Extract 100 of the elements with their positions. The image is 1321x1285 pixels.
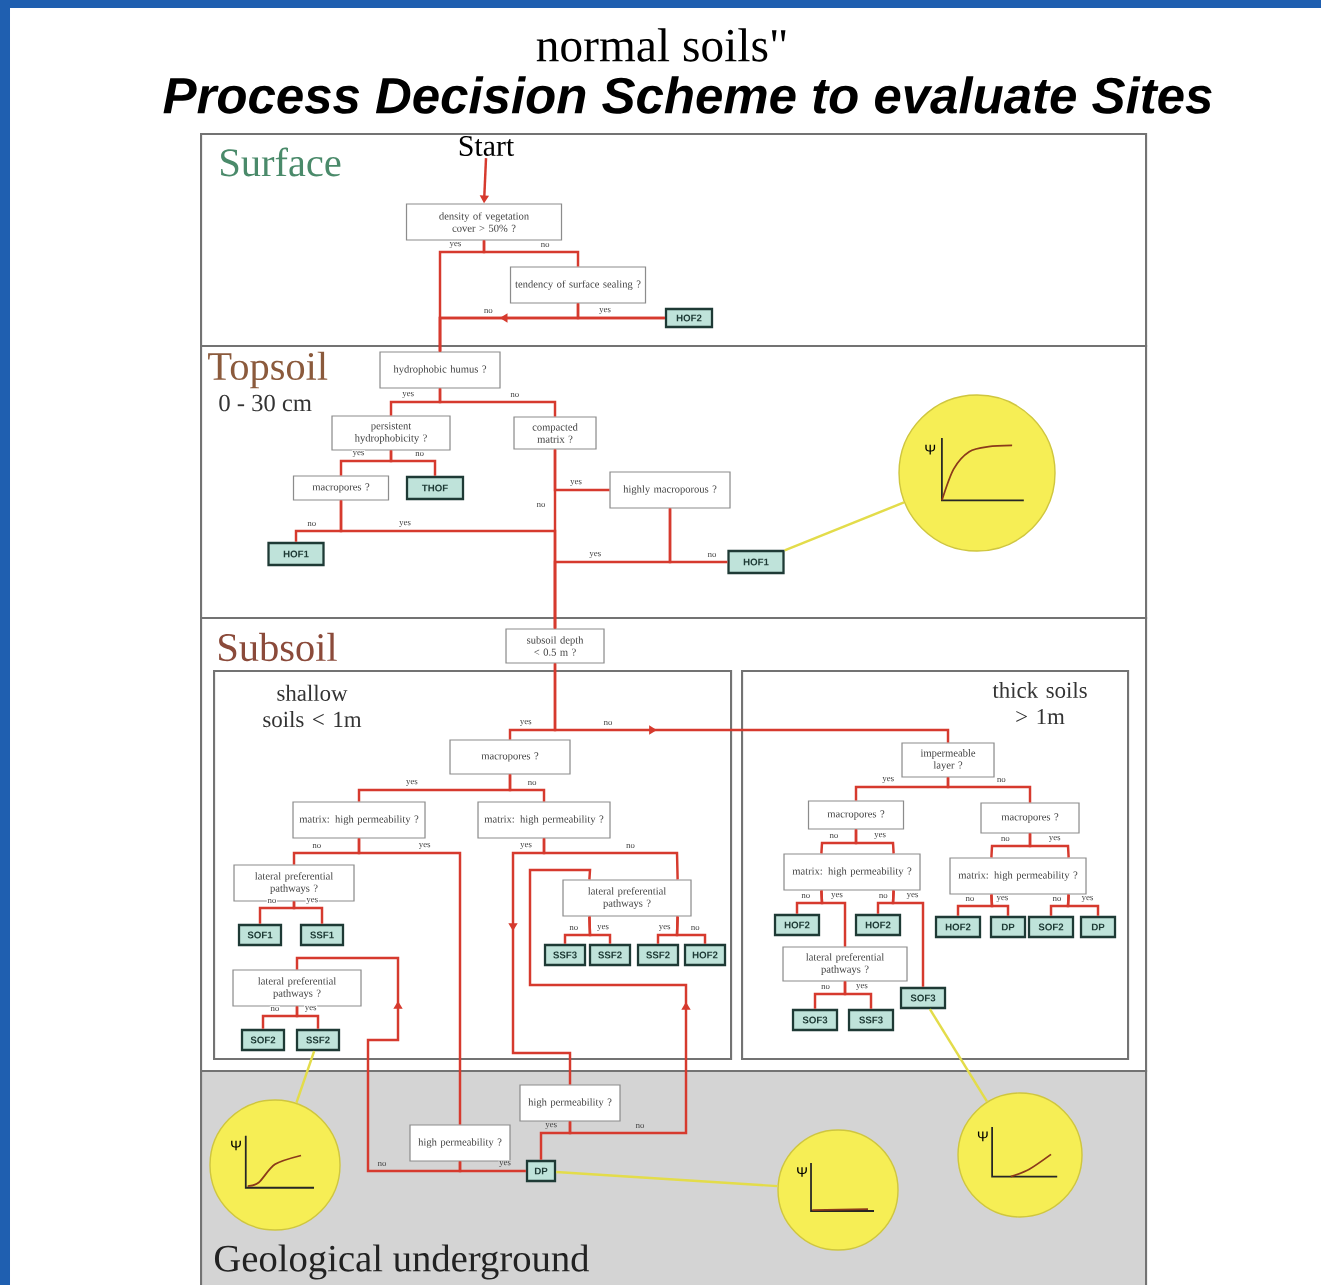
question-box: highly macroporous ? [609,471,731,509]
connector-line [542,838,679,880]
band-heading: 0 - 30 cm [219,394,312,412]
edge-label: no [1000,836,1011,842]
band-heading: Subsoil [219,632,337,662]
question-box: macropores ? [807,800,905,830]
edge-label: no [540,242,551,248]
result-box: THOF [405,475,465,501]
connector-line [843,981,873,1009]
question-box: macropores ? [980,802,1080,834]
connector-line [891,890,925,987]
edge-label: yes [519,842,533,850]
result-box: SSF2 [636,943,680,967]
edge-label: yes [588,551,602,559]
edge-label: no [706,552,718,558]
connector-line [482,240,580,267]
result-box: SOF2 [240,1028,286,1052]
edge-label: no [509,392,520,398]
edge-label: yes [873,832,887,840]
leader-line [295,1050,316,1104]
result-box: SOF2 [1027,915,1075,939]
edge-label: no [535,502,547,508]
arrow [553,663,950,743]
result-box: SSF3 [543,943,587,967]
result-box: HOF2 [683,943,727,967]
result-box: SSF3 [847,1008,895,1032]
connector-line [539,1121,572,1160]
connector-line [295,1006,320,1029]
start-label: Start [459,135,515,157]
question-box: macropores ? [292,475,390,501]
connector-line [675,916,707,944]
band-heading: shallow soils < 1m [263,684,362,728]
connector-line [820,890,847,947]
edge-label: no [376,1161,388,1167]
edge-label: no [269,1006,280,1012]
edge-label: no [1051,896,1063,902]
question-box: matrix: high permeability ? [477,801,611,839]
edge-label: no [602,720,614,726]
edge-label: no [996,777,1007,783]
connector-line [854,829,895,854]
leader-line [928,1008,989,1103]
edge-label: yes [1048,835,1062,843]
question-box: hydrophobic humus ? [379,351,501,389]
connector-line [438,388,557,417]
edge-label: yes [658,924,672,932]
edge-label: yes [398,520,412,528]
edge-label: no [828,833,839,839]
edge-label: no [878,893,889,899]
edge-label: no [306,521,317,527]
connector-line [508,774,546,802]
edge-label: yes [569,479,583,487]
result-box: HOF2 [773,913,821,937]
question-box: lateral preferential pathways ? [782,946,908,982]
edge-label: no [266,898,277,904]
edge-label: yes [905,892,920,900]
leader-line [784,501,905,552]
question-box: high permeability ? [409,1124,511,1162]
band-heading: Surface [221,147,341,177]
result-box: SSF2 [295,1028,341,1052]
question-box: tendency of surface sealing ? [509,266,647,304]
edge-label: yes [401,391,415,399]
edge-label: yes [881,776,895,784]
question-box: compacted matrix ? [513,416,597,450]
edge-label: no [820,984,831,990]
edge-label: yes [596,924,610,932]
band-heading: Geological underground [214,1244,590,1280]
edge-label: yes [405,779,419,787]
edge-label: yes [304,1005,318,1013]
edge-label: no [568,925,579,931]
edge-label: no [964,896,975,902]
edge-label: no [414,451,425,457]
edge-label: yes [855,983,869,991]
question-box: density of vegetation cover > 50% ? [405,203,563,241]
result-box: DP [1079,915,1117,939]
result-box: HOF1 [727,549,785,575]
title: Process Decision Scheme to evaluate Sites [163,76,1212,114]
connector-line [389,450,437,476]
result-box: SOF1 [237,923,283,947]
band-heading: Topsoil [208,351,328,389]
edge-label: no [483,308,494,314]
edge-label: no [800,893,811,899]
edge-label: yes [544,1122,558,1130]
edge-label: no [634,1123,646,1129]
edge-label: yes [418,842,432,850]
result-box: SSF1 [299,923,345,947]
result-box: HOF2 [934,915,982,939]
connector-line [990,894,1010,916]
edge-label: yes [351,450,366,458]
result-box: SOF3 [791,1008,839,1032]
connector-line [588,916,612,944]
result-box: HOF2 [854,913,902,937]
connector-line [668,508,728,564]
edge-label: no [625,843,636,849]
subtitle: normal soils" [536,28,786,62]
connector-line [946,777,1032,803]
result-box: SSF2 [588,943,632,967]
question-box: matrix: high permeability ? [949,857,1087,895]
edge-label: yes [305,897,319,905]
connector-line [1066,894,1100,916]
question-box: high permeability ? [519,1084,621,1122]
